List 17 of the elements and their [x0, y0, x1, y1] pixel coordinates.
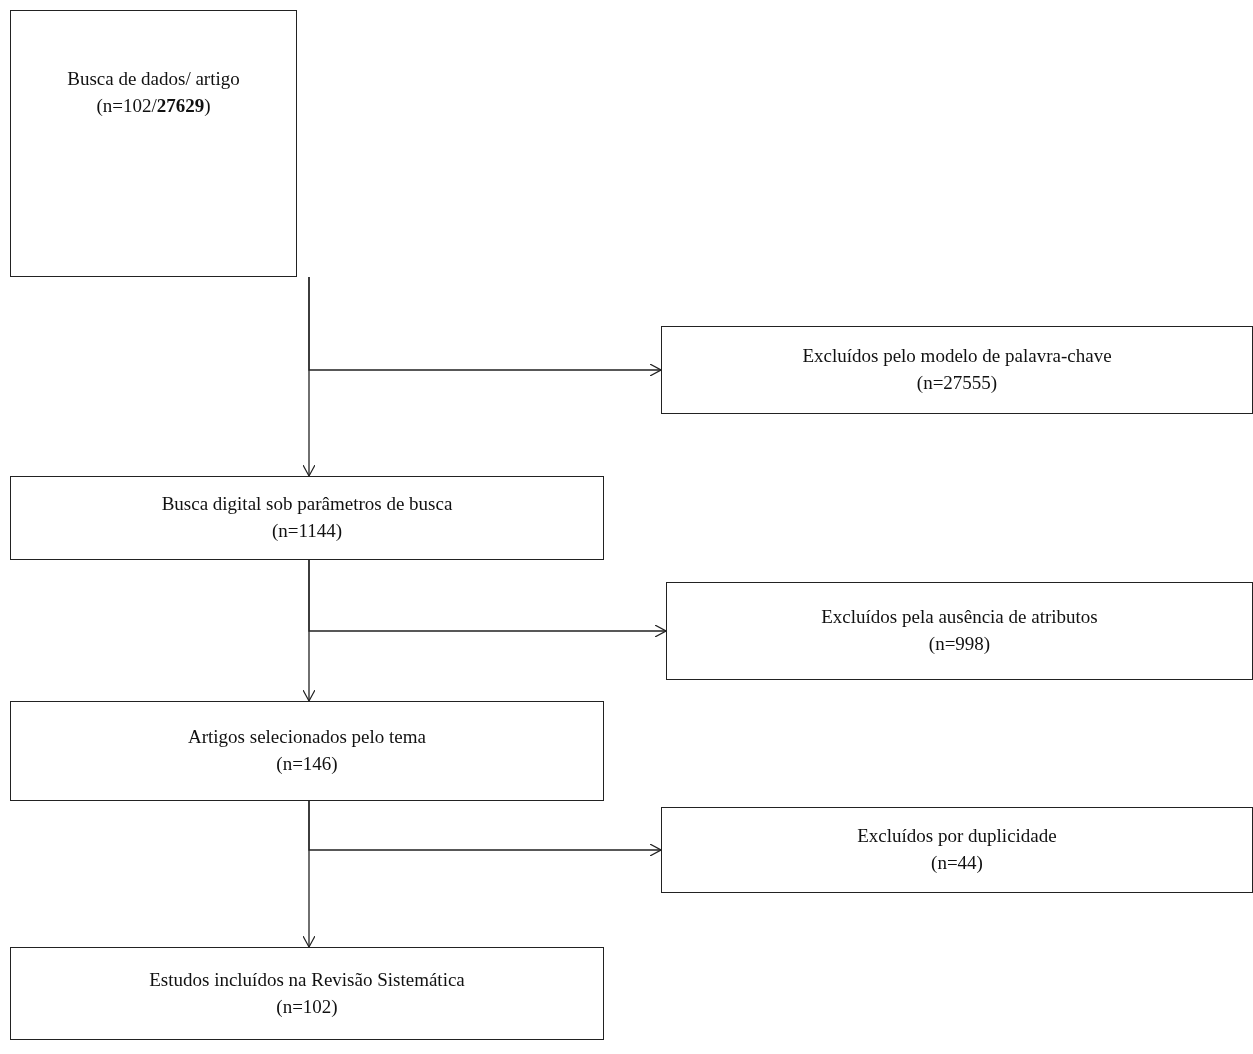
arrow	[308, 559, 667, 638]
process-box	[10, 947, 604, 1040]
process-box	[10, 701, 604, 801]
box-text: Excluídos por duplicidade (n=44)	[856, 824, 1058, 875]
box-text: Excluídos pelo modelo de palavra-chave (n=27555)	[801, 344, 1113, 395]
arrow	[308, 276, 662, 377]
process-box	[10, 476, 604, 560]
box-text: Busca digital sob parâmetros de busca (n=1144)	[160, 492, 454, 543]
process-box	[666, 582, 1253, 680]
box-text: Estudos incluídos na Revisão Sistemática (n=102)	[148, 967, 466, 1019]
box-text: Excluídos pela ausência de atributos (n=998)	[820, 605, 1099, 656]
process-box	[661, 326, 1253, 414]
box-text: Artigos selecionados pelo tema (n=146)	[187, 725, 427, 776]
process-box	[10, 10, 297, 277]
arrow	[308, 800, 662, 857]
process-box	[661, 807, 1253, 893]
box-text: Busca de dados/ artigo (n=102/27629)	[66, 67, 241, 118]
